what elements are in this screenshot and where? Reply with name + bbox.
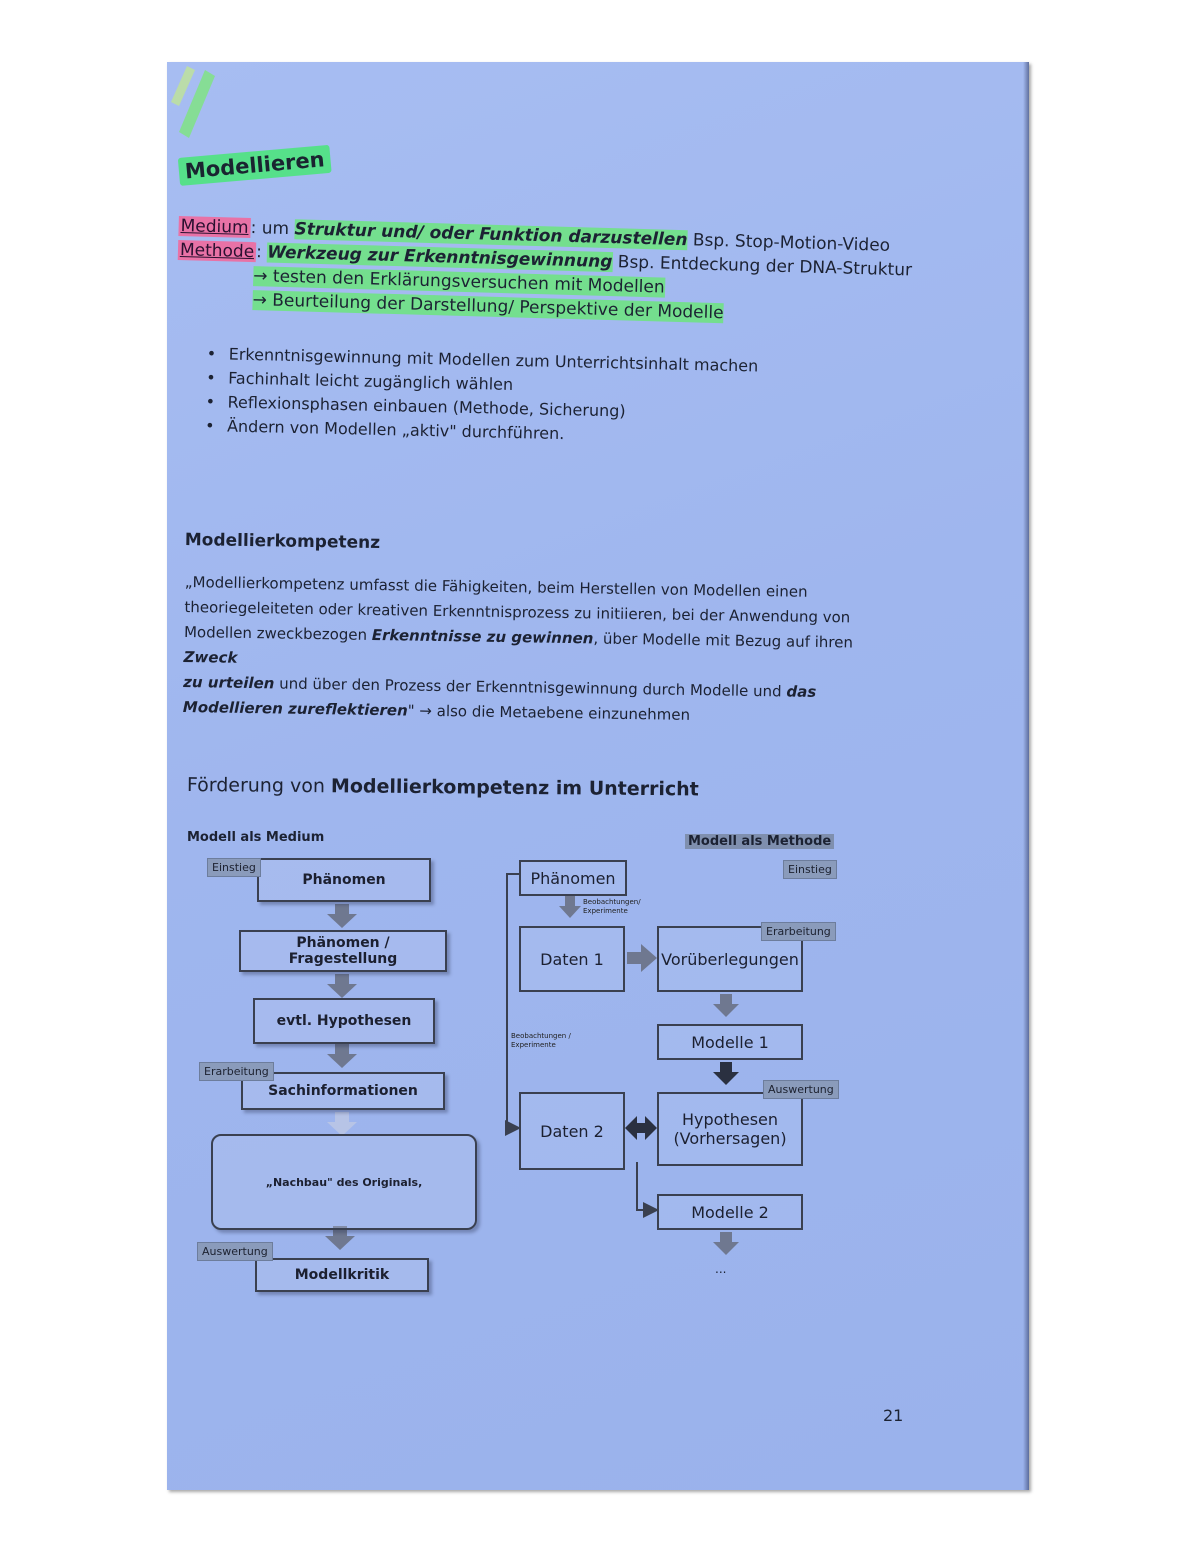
left-box-modellkritik: Modellkritik [255,1258,429,1292]
highlighter-mark [171,66,215,138]
tag-erarbeitung-left: Erarbeitung [199,1062,274,1081]
left-box-hypothesen: evtl. Hypothesen [253,998,435,1044]
diagram-right-title: Modell als Methode [685,834,835,849]
right-box-voruberlegungen: Vorüberlegungen [657,926,803,992]
left-box-phaenomen: Phänomen [257,858,431,902]
book-page: Modellieren Medium: um Struktur und/ ode… [167,62,1029,1490]
page-number: 21 [883,1406,904,1425]
left-box-nachbau: „Nachbau" des Originals, [211,1134,477,1230]
right-box-daten1: Daten 1 [519,926,625,992]
page-edge-shadow [1023,62,1029,1490]
left-box-sachinformationen: Sachinformationen [241,1072,445,1110]
tag-auswertung-right: Auswertung [763,1080,839,1099]
note-beobachtungen-top: Beobachtungen/ Experimente [583,898,641,915]
diagram: Modell als Medium Modell als Methode [167,62,1029,1490]
right-box-phaenomen: Phänomen [519,860,627,896]
right-box-daten2: Daten 2 [519,1092,625,1170]
right-box-hypothesen: Hypothesen (Vorhersagen) [657,1092,803,1166]
left-box-fragestellung: Phänomen / Fragestellung [239,930,447,972]
continuation-dots: ... [715,1262,727,1276]
right-box-modelle2: Modelle 2 [657,1194,803,1230]
tag-auswertung-left: Auswertung [197,1242,273,1261]
diagram-left-title: Modell als Medium [187,830,325,845]
diagram-arrows [325,873,739,1255]
tag-erarbeitung-right: Erarbeitung [761,922,836,941]
tag-einstieg-left: Einstieg [207,858,261,877]
right-box-modelle1: Modelle 1 [657,1024,803,1060]
note-beobachtungen-side: Beobachtungen / Experimente [511,1032,571,1049]
tag-einstieg-right: Einstieg [783,860,837,879]
